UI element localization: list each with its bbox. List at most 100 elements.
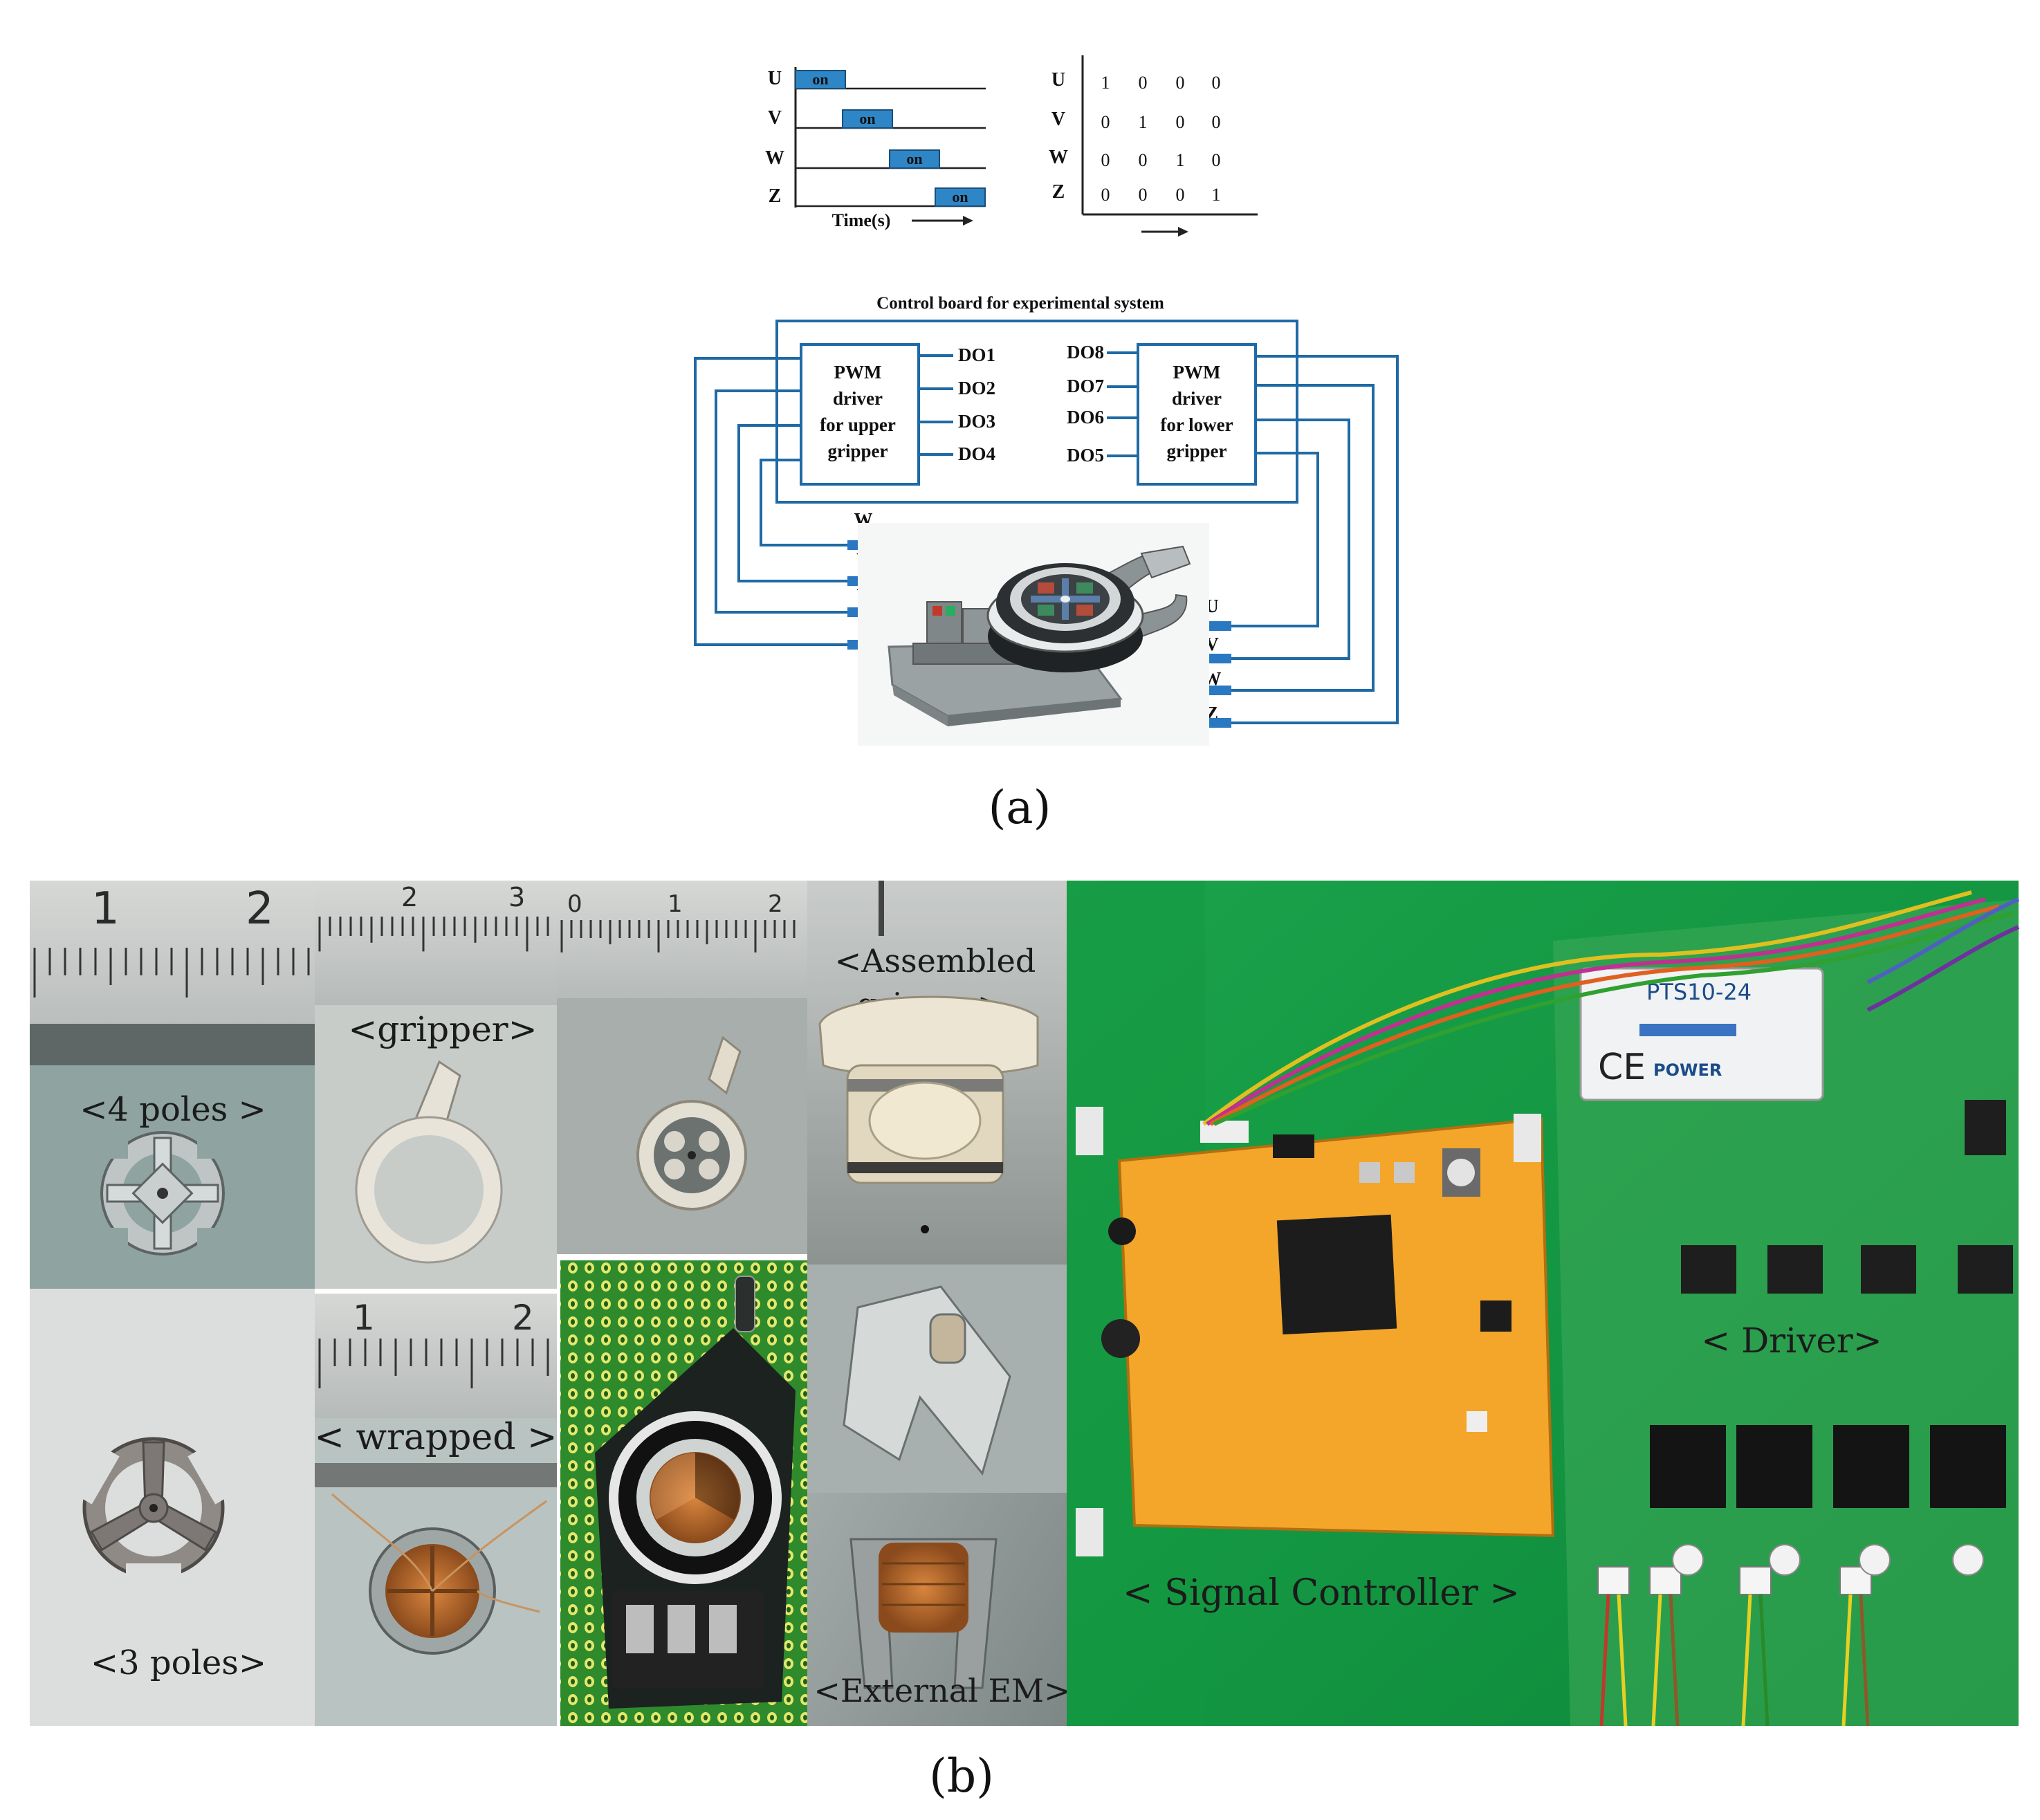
ruler-mark: 1 xyxy=(91,883,120,935)
power-module xyxy=(1930,1425,2006,1508)
photo-perfboard xyxy=(560,1260,807,1726)
power-module xyxy=(1650,1425,1726,1508)
lower-driver-line: PWM xyxy=(1173,362,1221,383)
external-em-label: <External EM> xyxy=(814,1672,1070,1709)
wire xyxy=(715,389,847,614)
upper-driver-line: for upper xyxy=(820,414,896,435)
ruler-mark: 2 xyxy=(401,882,418,912)
photo-four-poles: 1 2 <4 poles > xyxy=(30,881,315,1289)
connector xyxy=(1739,1566,1772,1595)
ce-mark: CE xyxy=(1598,1047,1646,1088)
time-axis-label: Time(s) xyxy=(832,210,891,230)
table-cell: 0 xyxy=(1139,150,1148,170)
photo-assembled-gripper: <Assembled gripper> xyxy=(807,881,1067,1265)
caption-b: (b) xyxy=(929,1749,994,1803)
lead-wire xyxy=(1758,1594,1770,1727)
driver-ic xyxy=(1767,1245,1823,1294)
driver-ic xyxy=(1958,1245,2013,1294)
three-poles-label: <3 poles> xyxy=(91,1644,266,1682)
gripper-part xyxy=(355,1060,503,1264)
photo-wrapped: 1 2 < wrapped > xyxy=(314,1294,558,1726)
signal-controller-label: < Signal Controller > xyxy=(1123,1572,1520,1614)
lead-wire xyxy=(1859,1594,1870,1727)
output-label: DO2 xyxy=(958,378,995,398)
output-label: DO8 xyxy=(1067,342,1104,362)
on-pulse xyxy=(795,70,846,89)
lower-driver-line: for lower xyxy=(1160,414,1233,435)
ruler-mark: 0 xyxy=(567,890,582,918)
photo-panel: 1 2 <4 poles > 2 3 <gripper> xyxy=(30,881,2020,1727)
ruler-mark: 2 xyxy=(246,883,274,935)
wire xyxy=(1231,452,1319,627)
table-row-label: W xyxy=(1049,147,1068,168)
wire xyxy=(1231,419,1350,660)
lower-driver-line: driver xyxy=(1172,388,1222,409)
table-cell: 0 xyxy=(1212,73,1221,93)
timing-row-label: U xyxy=(768,68,782,89)
driver-ic xyxy=(1861,1245,1916,1294)
output-label: DO5 xyxy=(1067,445,1104,466)
lead-wire xyxy=(1669,1594,1680,1727)
power-module xyxy=(1833,1425,1909,1508)
table-arrowhead xyxy=(1178,227,1188,237)
signal-wires xyxy=(694,355,1399,724)
ruler-mark: 1 xyxy=(668,890,683,918)
table-cell: 1 xyxy=(1139,112,1148,132)
time-arrowhead xyxy=(963,216,973,226)
upper-driver-line: driver xyxy=(833,388,883,409)
upper-driver-line: PWM xyxy=(834,362,882,383)
driver-ic xyxy=(1965,1100,2006,1155)
four-poles-label: <4 poles > xyxy=(80,1090,266,1129)
driver-ic xyxy=(1681,1245,1736,1294)
ruler xyxy=(560,920,796,953)
driver-chip-text: PTS10-24 xyxy=(1646,979,1752,1005)
capacitor xyxy=(1769,1544,1801,1576)
output-label: DO4 xyxy=(958,443,995,464)
capacitor xyxy=(1859,1544,1891,1576)
on-pulse xyxy=(889,149,940,169)
timing-row-label: Z xyxy=(769,185,782,207)
connector xyxy=(1649,1566,1682,1595)
output-label: DO1 xyxy=(958,344,995,365)
ruler xyxy=(33,948,310,998)
table-cell: 0 xyxy=(1139,185,1148,205)
wire xyxy=(1231,384,1375,692)
timing-row-label: W xyxy=(765,147,784,169)
capacitor xyxy=(1952,1544,1984,1576)
on-pulse-label: on xyxy=(952,188,968,205)
lead-wire xyxy=(1617,1594,1628,1727)
photo-gripper: 2 3 <gripper> xyxy=(315,881,557,1289)
ruler xyxy=(318,1339,549,1388)
connector xyxy=(1597,1566,1630,1595)
wire xyxy=(737,424,847,582)
table-row-label: V xyxy=(1051,109,1065,130)
lead-wire xyxy=(1741,1594,1752,1727)
three-pole-stator xyxy=(73,1437,234,1584)
table-cell: 0 xyxy=(1212,112,1221,132)
table-row-label: U xyxy=(1051,69,1065,91)
table-cell: 0 xyxy=(1101,112,1110,132)
capacitor xyxy=(1672,1544,1704,1576)
ruler-mark: 3 xyxy=(508,882,525,912)
on-pulse-label: on xyxy=(859,110,875,127)
table-cell: 0 xyxy=(1176,73,1185,93)
wire xyxy=(1231,355,1399,724)
photo-ring: 0 1 2 xyxy=(557,881,807,1254)
photo-controller: PTS10-24 CE POWER < Driver> xyxy=(1067,881,2020,1727)
table-cell: 0 xyxy=(1176,112,1185,132)
wire xyxy=(694,357,847,646)
driver-chips xyxy=(1650,1100,2013,1508)
on-pulse-label: on xyxy=(812,71,828,88)
output-label: DO7 xyxy=(1067,376,1104,396)
lead-wire xyxy=(1599,1594,1610,1727)
gripper-render xyxy=(858,523,1209,746)
four-pole-stator xyxy=(93,1124,232,1262)
photo-three-poles: <3 poles> xyxy=(30,1289,315,1726)
assembled-label: <Assembled xyxy=(835,942,1036,980)
table-cell: 0 xyxy=(1101,185,1110,205)
